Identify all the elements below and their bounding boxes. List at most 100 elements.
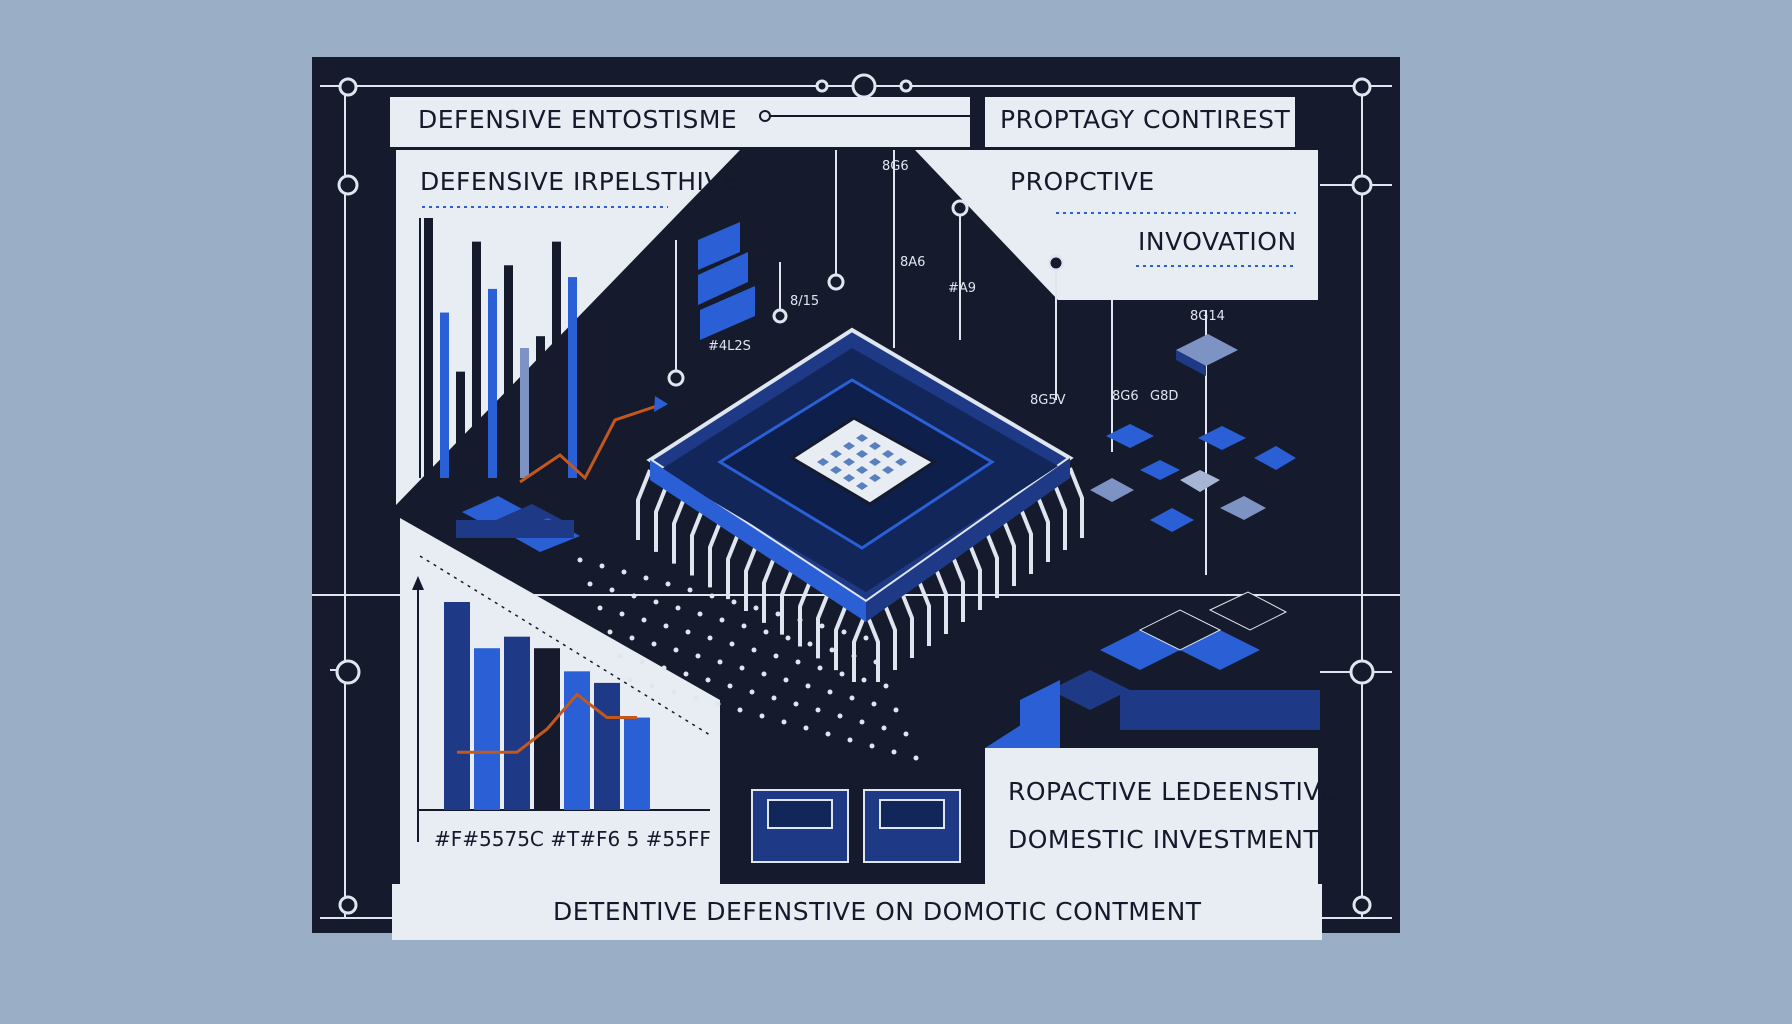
grid-dot (695, 653, 701, 659)
chip-pin (852, 611, 868, 682)
mark-8: G8D (1150, 389, 1178, 404)
grid-dot (719, 617, 725, 623)
grid-dot (817, 665, 823, 671)
chip-pin (1000, 515, 1016, 586)
grid-dot (649, 683, 655, 689)
die-cell (817, 458, 829, 466)
chart2-trend-line (457, 692, 637, 754)
chip-pin (881, 599, 897, 670)
grid-dot (827, 689, 833, 695)
grid-dot (597, 605, 603, 611)
chart2-bar (624, 717, 650, 810)
mark-4: 8/15 (790, 294, 819, 309)
top-left-banner (390, 97, 970, 147)
grid-dot (587, 581, 593, 587)
grid-dot (861, 677, 867, 683)
die-cell (856, 450, 868, 458)
grid-dot (837, 713, 843, 719)
mark-7: 8G6 (1112, 389, 1139, 404)
die-cell (856, 466, 868, 474)
chip-pin (864, 611, 880, 682)
grid-dot (759, 713, 765, 719)
grid-dot (775, 611, 781, 617)
grid-dot (749, 689, 755, 695)
isometric-blocks-right (1090, 334, 1296, 532)
chip-pin (690, 504, 706, 576)
chip-pin (780, 563, 796, 635)
grid-dot (849, 695, 855, 701)
grid-dot (621, 569, 627, 575)
grid-dot (731, 599, 737, 605)
chart1-bar (456, 371, 465, 478)
mark-5: #4L2S (708, 339, 751, 354)
bar-chart-bottom (412, 555, 711, 842)
top-left-title: DEFENSIVE ENTOSTISME (418, 105, 737, 134)
chart1-bar (504, 265, 513, 478)
grid-dot (627, 677, 633, 683)
left-panel-title: DEFENSIVE IRPELSTHIVE (420, 167, 738, 196)
grid-dot (883, 683, 889, 689)
grid-dot (903, 731, 909, 737)
grid-dot (869, 743, 875, 749)
chip-pin (636, 469, 652, 540)
grid-dot (881, 725, 887, 731)
processor-chip (636, 327, 1084, 682)
grid-dot (705, 677, 711, 683)
grid-dot (599, 563, 605, 569)
grid-dot (771, 695, 777, 701)
grid-dot (631, 593, 637, 599)
dotted-underlines (422, 206, 1296, 267)
grid-dot (729, 641, 735, 647)
grid-dot (707, 635, 713, 641)
chip-pin (966, 539, 982, 610)
grid-dot (803, 725, 809, 731)
grid-dot (815, 707, 821, 713)
grid-dot (727, 683, 733, 689)
grid-dot (607, 629, 613, 635)
chip-pin (898, 587, 914, 658)
chip-side-right (866, 458, 1070, 622)
die-cell (830, 450, 842, 458)
die-cell (856, 482, 868, 490)
chart1-bar (520, 348, 529, 478)
grid-dot (675, 605, 681, 611)
grid-dot (805, 683, 811, 689)
grid-dot (651, 641, 657, 647)
circuit-dot-grid (577, 557, 919, 761)
grid-dot (609, 587, 615, 593)
mini-chip-stacks (751, 789, 961, 863)
die-cell (882, 450, 894, 458)
chip-pin (983, 527, 999, 598)
footer-banner (392, 884, 1322, 940)
mark-3: #A9 (948, 281, 976, 296)
chip-pin (798, 575, 814, 647)
mark-2: 8A6 (900, 255, 925, 270)
top-right-title: PROPTAGY CONTIREST (1000, 105, 1291, 134)
grid-dot (839, 671, 845, 677)
trend-arrowhead-upper (654, 396, 668, 412)
chip-pin (762, 552, 778, 623)
chart2-bar (474, 648, 500, 810)
chip-pin (1068, 467, 1084, 538)
grid-dot (773, 653, 779, 659)
right-panel (915, 150, 1318, 300)
grid-dot (639, 659, 645, 665)
grid-dot (739, 665, 745, 671)
chip-pin (816, 587, 832, 659)
grid-dot (825, 731, 831, 737)
grid-dot (671, 689, 677, 695)
grid-dot (829, 647, 835, 653)
bar-chart-top (419, 218, 577, 478)
chart1-bar (440, 312, 449, 478)
chip-pin (1034, 491, 1050, 562)
mini-component-stack (456, 496, 580, 552)
die-cell (843, 458, 855, 466)
grid-dot (577, 557, 583, 563)
grid-dot (841, 629, 847, 635)
chart1-bar (568, 277, 577, 478)
grid-dot (687, 587, 693, 593)
chart1-bar (488, 288, 497, 478)
isometric-stack-lower-right (985, 591, 1320, 748)
banner-connector-node (759, 110, 771, 122)
grid-dot (629, 635, 635, 641)
